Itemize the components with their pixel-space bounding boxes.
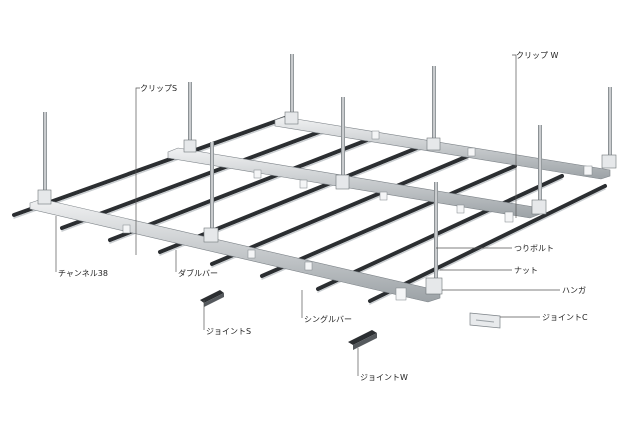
channel-front xyxy=(29,198,441,303)
joint-c-part xyxy=(469,312,501,329)
ceiling-bar-1 xyxy=(12,116,287,219)
channel-back xyxy=(274,116,611,180)
hanging-bolts xyxy=(43,54,612,282)
bolt-2 xyxy=(188,82,192,145)
bolt-6 xyxy=(432,66,436,142)
hangers xyxy=(37,111,617,295)
label-hanger: ハンガ xyxy=(562,285,586,295)
bolt-7 xyxy=(538,125,542,205)
label-clip-s: クリップS xyxy=(140,84,177,93)
leader-lines xyxy=(55,54,560,376)
channels xyxy=(29,116,611,303)
label-joint-s: ジョイントS xyxy=(206,327,251,336)
bolt-5 xyxy=(210,142,214,232)
label-joint-c: ジョイントC xyxy=(542,313,588,322)
bolt-9 xyxy=(434,182,438,282)
joint-s-part xyxy=(200,290,224,307)
joint-w-part xyxy=(348,330,377,350)
label-channel38: チャンネル38 xyxy=(58,269,108,278)
clips xyxy=(122,130,593,301)
label-joint-w: ジョイントW xyxy=(360,373,408,382)
bolt-3 xyxy=(290,54,294,116)
bolt-8 xyxy=(608,87,612,159)
label-clip-w: クリップ W xyxy=(516,51,559,60)
label-nut: ナット xyxy=(514,266,538,275)
label-hanging-bolt: つりボルト xyxy=(514,244,554,253)
label-single-bar: シングルバー xyxy=(304,314,352,324)
bolt-4 xyxy=(341,97,345,179)
bolt-1 xyxy=(43,112,47,194)
label-double-bar: ダブルバー xyxy=(178,268,218,278)
